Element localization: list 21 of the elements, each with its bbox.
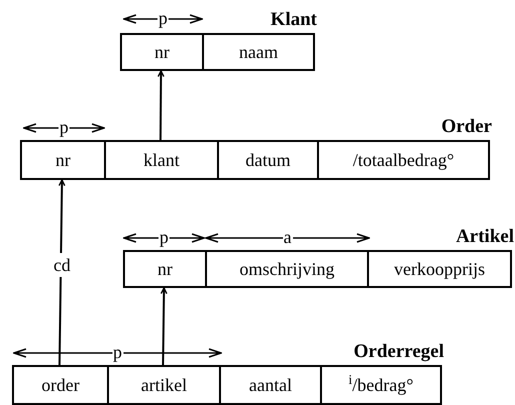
table-cell: omschrijving: [205, 252, 367, 286]
table-cell: /totaalbedrag°: [317, 142, 488, 178]
table-cell: nr: [122, 35, 202, 69]
table-cell: order: [14, 367, 107, 403]
arrow: [157, 70, 164, 140]
table-cell: artikel: [107, 367, 219, 403]
table-cell: klant: [104, 142, 217, 178]
table-cell: nr: [125, 252, 205, 286]
table-title: Orderregel: [354, 341, 444, 364]
edge-label: cd: [54, 253, 70, 277]
arrow: [58, 179, 66, 366]
table-cell: aantal: [219, 367, 320, 403]
table-title: Order: [441, 116, 492, 139]
table-cell: nr: [22, 142, 104, 178]
table-cell: datum: [217, 142, 317, 178]
table-cell: $^{i}$/bedrag°: [320, 367, 440, 403]
table-cell: verkoopprijs: [367, 252, 510, 286]
arrow: [160, 287, 168, 366]
table-title: Artikel: [456, 226, 514, 249]
table-title: Klant: [270, 9, 317, 32]
table-cell: naam: [202, 35, 313, 69]
